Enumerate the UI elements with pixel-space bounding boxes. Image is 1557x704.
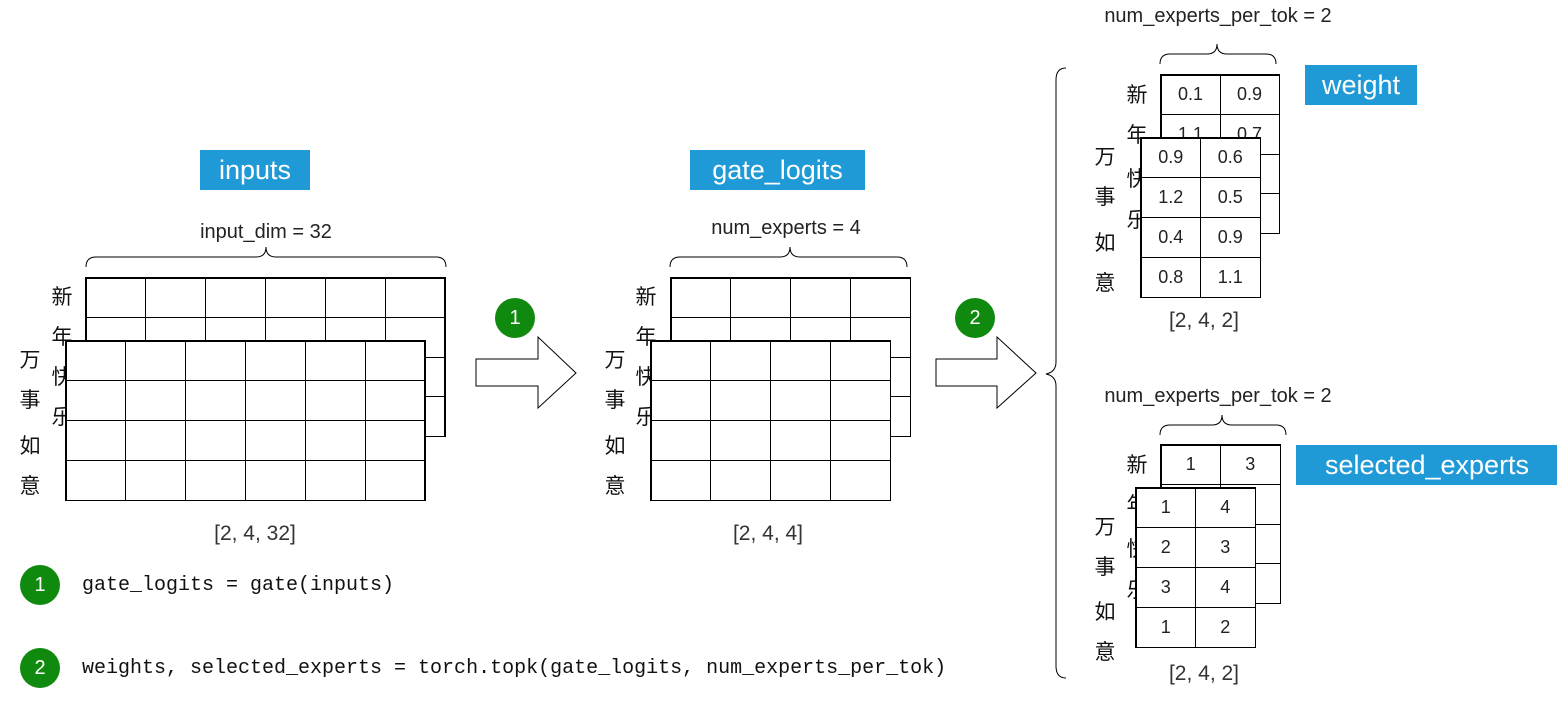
weight-front-token: 如: [1094, 231, 1116, 255]
selected-experts-front-token: 意: [1094, 640, 1116, 664]
weight-front-cell: 1.1: [1200, 256, 1261, 298]
selected-experts-back-token: 新: [1126, 453, 1148, 477]
weight-dim-brace: [1159, 43, 1277, 65]
selected-experts-front-cell: 1: [1135, 487, 1196, 529]
selected-experts-label: selected_experts: [1296, 445, 1557, 485]
weight-front-cell: 0.9: [1200, 217, 1261, 258]
weight-front-cell: 0.9: [1140, 137, 1201, 179]
weight-front-cell: 0.5: [1200, 177, 1261, 218]
legend-step-1-code: gate_logits = gate(inputs): [82, 574, 395, 597]
legend-step-1-badge: 1: [20, 565, 60, 605]
weight-front-cell: 1.2: [1140, 177, 1201, 218]
arrow-step-2: [935, 335, 1037, 410]
selected-experts-front-cell: 4: [1195, 567, 1256, 608]
gate-logits-front-token: 如: [604, 434, 626, 458]
gate-logits-front-token: 意: [604, 474, 626, 498]
selected-experts-dim-label: num_experts_per_tok = 2: [1104, 385, 1332, 407]
inputs-front-token: 如: [19, 434, 41, 458]
selected-experts-back-cell: 3: [1220, 444, 1281, 485]
weight-front-cell: 0.4: [1140, 217, 1201, 258]
selected-experts-dim-brace: [1159, 414, 1287, 436]
weight-label: weight: [1305, 65, 1417, 105]
inputs-back-token: 新: [51, 285, 73, 309]
inputs-front-token: 意: [19, 474, 41, 498]
gate-logits-front-matrix: [650, 340, 891, 501]
selected-experts-shape: [2, 4, 2]: [1168, 662, 1240, 685]
selected-experts-front-cell: 4: [1195, 487, 1256, 529]
selected-experts-front-cell: 1: [1135, 606, 1196, 648]
weight-back-token: 新: [1126, 83, 1148, 107]
gate-logits-front-token: 事: [604, 388, 626, 412]
weight-back-cell: 0.1: [1160, 74, 1221, 115]
arrow-step-1: [475, 335, 577, 410]
inputs-front-token: 万: [19, 348, 41, 372]
legend-step-2-badge: 2: [20, 648, 60, 688]
selected-experts-front-matrix: 1 4 2 3 3 4 1 2: [1135, 487, 1256, 648]
selected-experts-front-cell: 3: [1135, 567, 1196, 608]
inputs-shape: [2, 4, 32]: [214, 522, 296, 545]
gate-logits-shape: [2, 4, 4]: [732, 522, 804, 545]
legend-step-2-code: weights, selected_experts = torch.topk(g…: [82, 657, 947, 680]
gate-logits-back-token: 新: [635, 285, 657, 309]
gate-logits-front-token: 万: [604, 348, 626, 372]
inputs-front-matrix: [65, 340, 426, 501]
weight-front-matrix: 0.9 0.6 1.2 0.5 0.4 0.9 0.8 1.1: [1140, 137, 1261, 298]
inputs-dim-label: input_dim = 32: [200, 221, 332, 243]
step-1-badge: 1: [495, 298, 535, 338]
selected-experts-front-token: 事: [1094, 555, 1116, 579]
weight-front-token: 意: [1094, 271, 1116, 295]
selected-experts-front-cell: 2: [1195, 606, 1256, 648]
step-2-badge: 2: [955, 298, 995, 338]
inputs-dim-brace: [85, 246, 447, 268]
selected-experts-front-cell: 3: [1195, 527, 1256, 568]
weight-front-token: 万: [1094, 145, 1116, 169]
output-bracket: [1045, 67, 1067, 679]
weight-front-cell: 0.8: [1140, 256, 1201, 298]
selected-experts-front-cell: 2: [1135, 527, 1196, 568]
weight-shape: [2, 4, 2]: [1168, 309, 1240, 332]
weight-front-cell: 0.6: [1200, 137, 1261, 179]
gate-logits-dim-brace: [669, 246, 908, 268]
selected-experts-front-token: 万: [1094, 515, 1116, 539]
selected-experts-front-token: 如: [1094, 600, 1116, 624]
inputs-label: inputs: [200, 150, 310, 190]
weight-dim-label: num_experts_per_tok = 2: [1104, 5, 1332, 27]
gate-logits-dim-label: num_experts = 4: [711, 217, 861, 239]
weight-back-cell: 0.9: [1219, 74, 1280, 115]
weight-front-token: 事: [1094, 185, 1116, 209]
inputs-front-token: 事: [19, 388, 41, 412]
gate-logits-label: gate_logits: [690, 150, 865, 190]
selected-experts-back-cell: 1: [1160, 444, 1221, 485]
